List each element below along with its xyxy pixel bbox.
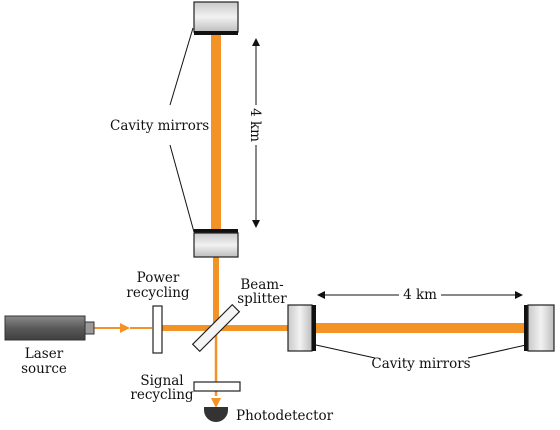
- callout-line-right-right: [467, 344, 527, 359]
- beamsplitter: [191, 303, 241, 353]
- dimension-vertical-label-bg: [248, 105, 264, 145]
- beam-laser-arrow: [120, 323, 130, 333]
- laser-source-icon: [4, 315, 95, 341]
- power-recycling-mirror: [152, 305, 163, 354]
- label-power-recycling-1: Power: [137, 270, 180, 286]
- label-power-recycling-2: recycling: [126, 285, 190, 301]
- dimension-horizontal-label-bg: [399, 287, 441, 303]
- label-cavity-mirrors-top: Cavity mirrors: [110, 118, 209, 134]
- signal-recycling-mirror: [193, 381, 241, 392]
- photodetector-icon: [204, 407, 228, 422]
- label-laser-1: Laser: [25, 346, 64, 362]
- label-signal-recycling-2: recycling: [130, 387, 194, 403]
- callout-line-right-left: [315, 344, 376, 359]
- beam-to-detector-arrow: [211, 398, 221, 408]
- label-laser-2: source: [21, 361, 67, 377]
- callout-line-top-lower: [169, 144, 195, 233]
- beam-vertical-arm: [211, 35, 221, 231]
- beam-horizontal-lower: [162, 325, 288, 331]
- label-photodetector: Photodetector: [236, 408, 334, 424]
- beam-vertical-lower: [213, 256, 219, 332]
- cavity-mirror-horizontal-end: [524, 304, 555, 352]
- cavity-mirror-horizontal-left: [287, 304, 316, 352]
- callout-line-top-upper: [169, 27, 194, 106]
- label-cavity-mirrors-right: Cavity mirrors: [371, 356, 470, 372]
- cavity-mirror-top: [193, 1, 239, 35]
- label-beamsplitter-2: splitter: [237, 291, 287, 307]
- beam-horizontal-arm: [314, 323, 526, 333]
- label-arm-length-vertical: 4 km: [247, 108, 263, 142]
- cavity-mirror-vertical-lower: [193, 229, 239, 258]
- label-arm-length-horizontal: 4 km: [403, 287, 437, 303]
- label-signal-recycling-1: Signal: [140, 373, 183, 389]
- label-beamsplitter-1: Beam-: [240, 277, 283, 293]
